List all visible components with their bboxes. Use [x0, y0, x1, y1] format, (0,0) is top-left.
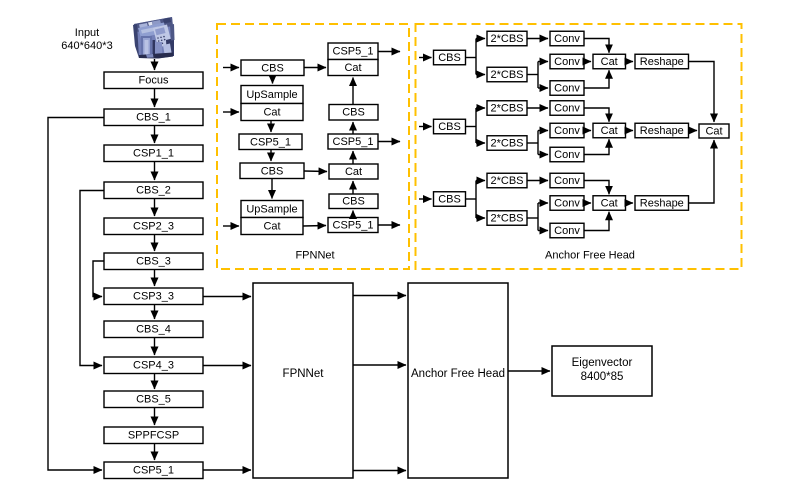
svg-text:CBS: CBS — [342, 107, 365, 119]
svg-text:2*CBS: 2*CBS — [490, 33, 523, 45]
svg-text:Focus: Focus — [139, 75, 169, 87]
svg-text:Anchor Free Head: Anchor Free Head — [411, 368, 505, 380]
svg-text:CBS_4: CBS_4 — [136, 324, 171, 336]
svg-text:CBS: CBS — [438, 121, 461, 133]
svg-text:CBS_5: CBS_5 — [136, 394, 171, 406]
svg-text:UpSample: UpSample — [246, 89, 297, 101]
svg-text:Reshape: Reshape — [640, 198, 684, 210]
svg-text:Cat: Cat — [601, 125, 618, 137]
svg-text:SPPFCSP: SPPFCSP — [128, 430, 179, 442]
svg-text:FPNNet: FPNNet — [283, 368, 325, 380]
svg-text:UpSample: UpSample — [246, 204, 297, 216]
svg-text:Cat: Cat — [601, 56, 618, 68]
svg-text:Cat: Cat — [263, 221, 280, 233]
svg-text:FPNNet: FPNNet — [295, 250, 334, 262]
svg-text:CBS: CBS — [438, 52, 461, 64]
svg-text:Reshape: Reshape — [640, 56, 684, 68]
svg-text:CSP3_3: CSP3_3 — [133, 291, 174, 303]
svg-text:CSP5_1: CSP5_1 — [250, 136, 291, 148]
svg-text:Reshape: Reshape — [640, 125, 684, 137]
svg-text:CSP5_1: CSP5_1 — [333, 46, 374, 58]
svg-text:CBS_2: CBS_2 — [136, 185, 171, 197]
svg-text:Conv: Conv — [554, 83, 580, 95]
svg-text:Cat: Cat — [345, 166, 362, 178]
svg-text:CBS: CBS — [261, 165, 284, 177]
svg-text:Anchor Free Head: Anchor Free Head — [545, 250, 635, 262]
svg-text:CSP1_1: CSP1_1 — [133, 148, 174, 160]
svg-text:Cat: Cat — [705, 126, 722, 138]
svg-text:2*CBS: 2*CBS — [490, 69, 523, 81]
svg-text:2*CBS: 2*CBS — [490, 213, 523, 225]
svg-text:Conv: Conv — [554, 103, 580, 115]
svg-text:CBS: CBS — [342, 196, 365, 208]
svg-text:Cat: Cat — [601, 198, 618, 210]
svg-text:CSP5_1: CSP5_1 — [133, 465, 174, 477]
svg-text:CSP5_1: CSP5_1 — [333, 220, 374, 232]
svg-text:640*640*3: 640*640*3 — [61, 40, 112, 52]
svg-text:Conv: Conv — [554, 56, 580, 68]
svg-text:8400*85: 8400*85 — [581, 371, 624, 383]
svg-text:Conv: Conv — [554, 149, 580, 161]
svg-text:CBS: CBS — [261, 62, 284, 74]
svg-text:Eigenvector: Eigenvector — [572, 357, 633, 369]
svg-text:Conv: Conv — [554, 175, 580, 187]
svg-text:Input: Input — [75, 27, 99, 39]
svg-text:CSP5_1: CSP5_1 — [333, 136, 374, 148]
svg-text:CBS_1: CBS_1 — [136, 112, 171, 124]
svg-text:Conv: Conv — [554, 33, 580, 45]
svg-text:CSP4_3: CSP4_3 — [133, 360, 174, 372]
svg-text:Conv: Conv — [554, 198, 580, 210]
svg-text:2*CBS: 2*CBS — [490, 138, 523, 150]
svg-text:Conv: Conv — [554, 225, 580, 237]
svg-text:Cat: Cat — [263, 107, 280, 119]
svg-text:Conv: Conv — [554, 125, 580, 137]
svg-text:2*CBS: 2*CBS — [490, 103, 523, 115]
svg-text:Cat: Cat — [344, 62, 361, 74]
svg-text:CSP2_3: CSP2_3 — [133, 221, 174, 233]
svg-text:CBS: CBS — [438, 194, 461, 206]
svg-text:2*CBS: 2*CBS — [490, 175, 523, 187]
svg-text:CBS_3: CBS_3 — [136, 256, 171, 268]
